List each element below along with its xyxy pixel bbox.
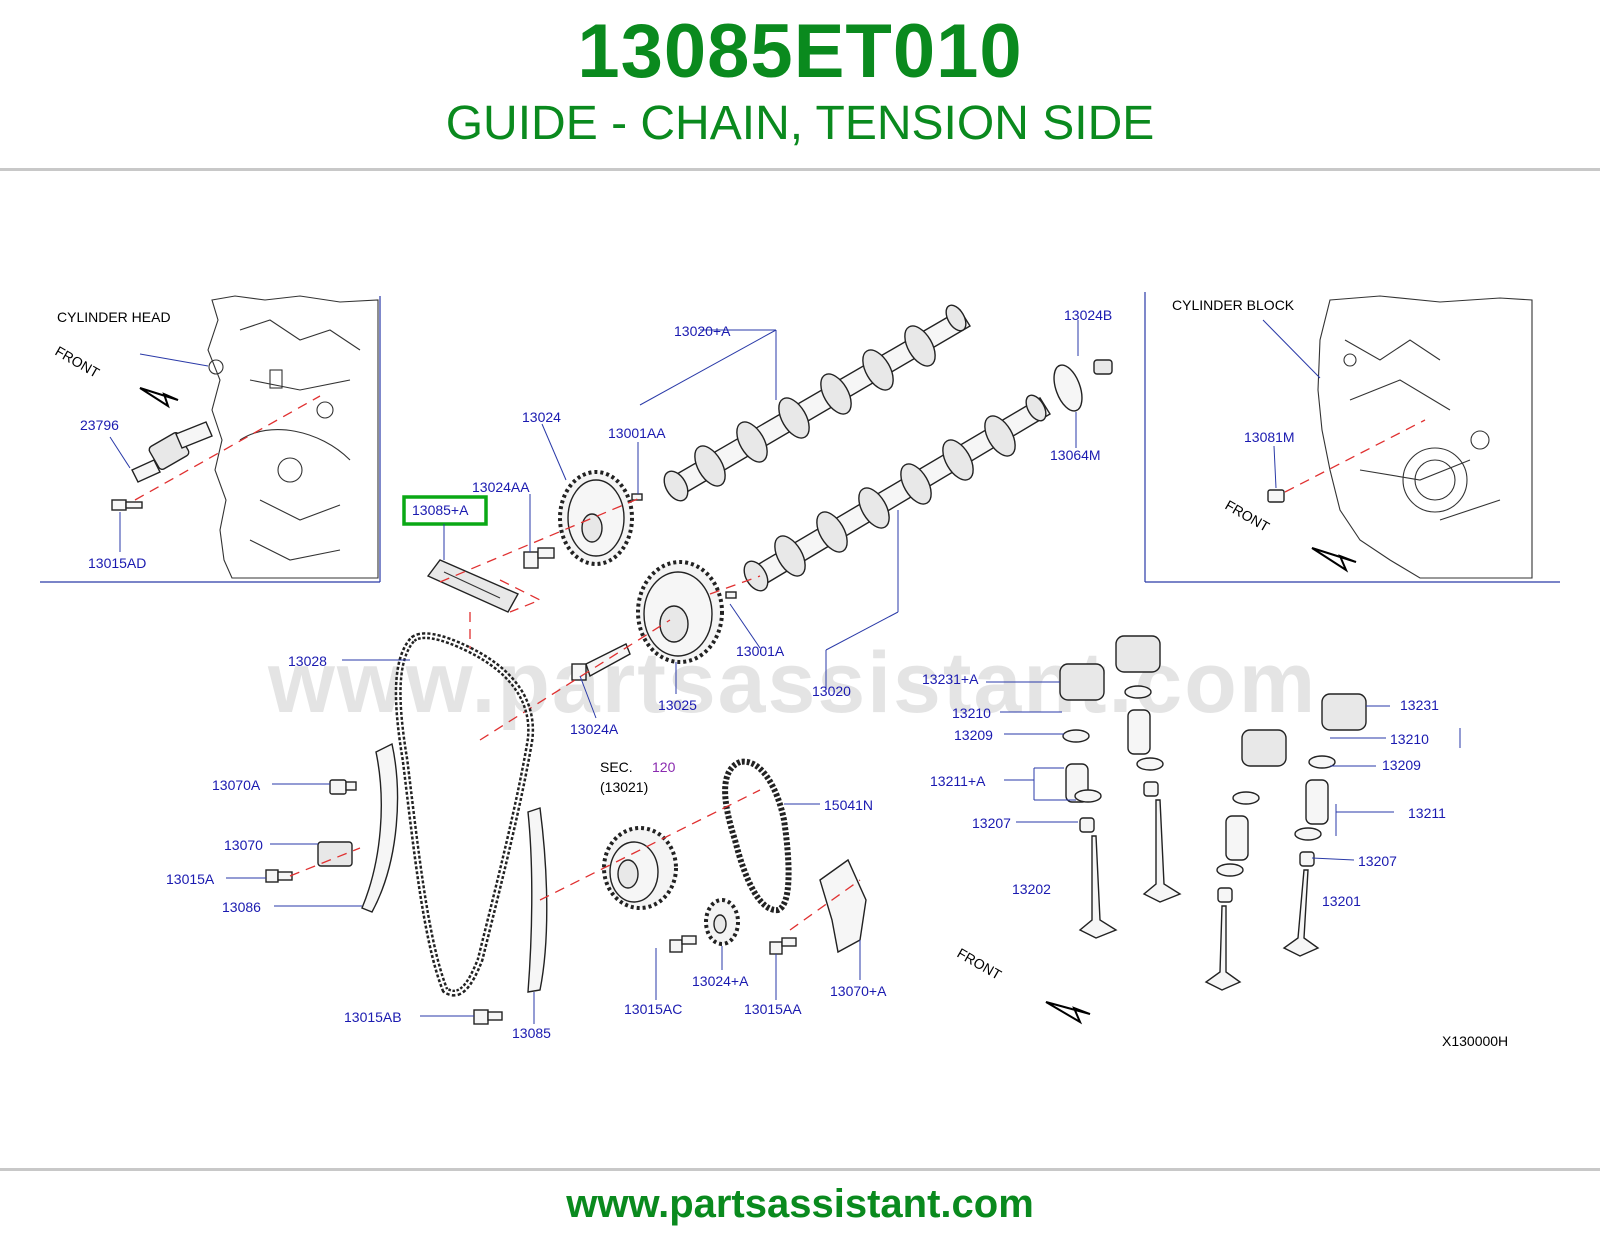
- footer-website-link[interactable]: www.partsassistant.com: [566, 1182, 1034, 1226]
- label-23796[interactable]: 23796: [80, 417, 119, 433]
- oil-pump-chain-15041N: [722, 758, 792, 913]
- label-13001AA[interactable]: 13001AA: [608, 425, 666, 441]
- label-13015AD[interactable]: 13015AD: [88, 555, 146, 571]
- label-13070A[interactable]: 13070A: [212, 777, 261, 793]
- bolt-13070A: [329, 779, 357, 795]
- exhaust-camshaft: [743, 394, 1051, 592]
- label-13024pA[interactable]: 13024+A: [692, 973, 749, 989]
- label-cylinder-head: CYLINDER HEAD: [57, 309, 171, 325]
- label-13020[interactable]: 13020: [812, 683, 851, 699]
- label-13201[interactable]: 13201: [1322, 893, 1361, 909]
- label-13085A-highlighted[interactable]: 13085+A: [412, 502, 469, 518]
- label-13020A[interactable]: 13020+A: [674, 323, 731, 339]
- label-13015A[interactable]: 13015A: [166, 871, 215, 887]
- guide-13085A: [426, 559, 519, 613]
- label-13231[interactable]: 13231: [1400, 697, 1439, 713]
- label-13024B[interactable]: 13024B: [1064, 307, 1112, 323]
- label-13207-left[interactable]: 13207: [972, 815, 1011, 831]
- part-number-title: 13085ET010: [577, 9, 1023, 94]
- vtc-sprocket-13025: [636, 560, 724, 664]
- bolt-13015A: [265, 869, 293, 883]
- sensor-13081M: [1267, 489, 1285, 503]
- bolt-13015AA: [769, 937, 797, 955]
- bolt-13015AC: [669, 935, 697, 953]
- label-13209-right[interactable]: 13209: [1382, 757, 1421, 773]
- label-13209-left[interactable]: 13209: [954, 727, 993, 743]
- label-13025[interactable]: 13025: [658, 697, 697, 713]
- label-sec-ref: (13021): [600, 779, 648, 795]
- valve-train-left: [1059, 635, 1367, 991]
- tension-guide-13085: [527, 807, 548, 993]
- label-13086[interactable]: 13086: [222, 899, 261, 915]
- label-front-left: FRONT: [53, 343, 103, 381]
- label-front-bottom: FRONT: [955, 945, 1005, 983]
- label-15041N[interactable]: 15041N: [824, 797, 873, 813]
- label-13015AC[interactable]: 13015AC: [624, 1001, 682, 1017]
- label-13015AA[interactable]: 13015AA: [744, 1001, 802, 1017]
- label-13210-left[interactable]: 13210: [952, 705, 991, 721]
- slack-guide-13086: [361, 742, 399, 913]
- cylinder-head-inset: [40, 295, 381, 583]
- plug-13024B: [1093, 359, 1113, 375]
- label-13231A[interactable]: 13231+A: [922, 671, 979, 687]
- header-divider: [0, 168, 1600, 171]
- highlight-box: [402, 495, 488, 526]
- footer-divider: [0, 1168, 1600, 1171]
- label-cylinder-block: CYLINDER BLOCK: [1172, 297, 1295, 313]
- label-13028[interactable]: 13028: [288, 653, 327, 669]
- diagram-code: X130000H: [1442, 1033, 1508, 1049]
- solenoid-23796: [131, 421, 213, 483]
- label-13207-right[interactable]: 13207: [1358, 853, 1397, 869]
- label-13024[interactable]: 13024: [522, 409, 561, 425]
- label-13001A[interactable]: 13001A: [736, 643, 785, 659]
- intake-sprocket-13024: [558, 470, 634, 566]
- label-13202[interactable]: 13202: [1012, 881, 1051, 897]
- crank-sprocket-13021: [602, 826, 678, 910]
- label-13070pA[interactable]: 13070+A: [830, 983, 887, 999]
- label-13210-right[interactable]: 13210: [1390, 731, 1429, 747]
- label-13211[interactable]: 13211: [1408, 805, 1446, 821]
- pin-13001AA: [631, 493, 643, 501]
- label-13070[interactable]: 13070: [224, 837, 263, 853]
- page-header: 13085ET010 GUIDE - CHAIN, TENSION SIDE: [0, 0, 1600, 170]
- label-13024A[interactable]: 13024A: [570, 721, 619, 737]
- pump-tensioner-13070A: [819, 858, 867, 954]
- label-sec: SEC.: [600, 759, 633, 775]
- part-name-subtitle: GUIDE - CHAIN, TENSION SIDE: [445, 97, 1155, 150]
- intake-camshaft: [663, 304, 971, 502]
- bolt-13015AD: [111, 499, 143, 511]
- signal-plate-13064M: [1053, 364, 1083, 412]
- bolt-13024AA: [523, 547, 555, 569]
- label-13211A[interactable]: 13211+A: [930, 773, 986, 789]
- pin-13001A: [725, 591, 737, 599]
- bolt-13015AB: [473, 1009, 503, 1025]
- pump-sprocket-13024A: [704, 898, 740, 946]
- cylinder-block-inset: [1144, 292, 1560, 583]
- tensioner-13070: [317, 841, 353, 867]
- label-13064M[interactable]: 13064M: [1050, 447, 1101, 463]
- label-front-right: FRONT: [1223, 497, 1273, 535]
- label-13081M[interactable]: 13081M: [1244, 429, 1295, 445]
- label-sec-number: 120: [652, 759, 676, 775]
- label-13024AA[interactable]: 13024AA: [472, 479, 530, 495]
- leader-lines: [226, 320, 1461, 1024]
- label-13085[interactable]: 13085: [512, 1025, 551, 1041]
- timing-chain-13028: [394, 632, 535, 997]
- label-13015AB[interactable]: 13015AB: [344, 1009, 402, 1025]
